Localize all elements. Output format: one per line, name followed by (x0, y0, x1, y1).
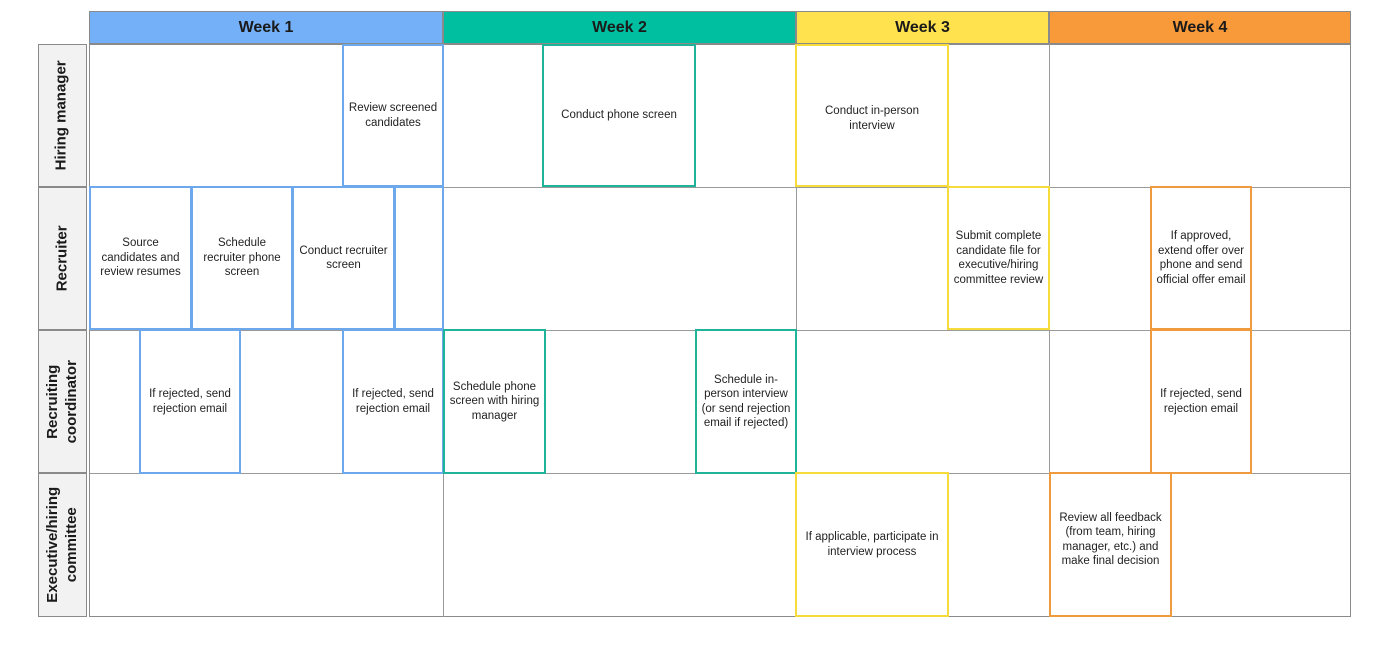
week-divider (1049, 44, 1050, 617)
lane-label-text: Hiring manager (53, 60, 71, 171)
task-conduct-phone-screen[interactable]: Conduct phone screen (542, 44, 696, 187)
task-schedule-recruiter-phone-screen[interactable]: Schedule recruiter phone screen (191, 186, 293, 330)
week-4-header: Week 4 (1049, 11, 1351, 44)
lane-label-text: Recruiting coordinator (43, 359, 80, 444)
task-participate-interview[interactable]: If applicable, participate in interview … (795, 472, 949, 617)
week-1-header: Week 1 (89, 11, 443, 44)
task-conduct-in-person-interview[interactable]: Conduct in-person interview (795, 44, 949, 187)
task-source-candidates[interactable]: Source candidates and review resumes (89, 186, 192, 330)
lane-label-hiring-manager: Hiring manager (38, 44, 87, 187)
lane-label-text: Recruiter (53, 225, 71, 292)
task-rejection-email-week4[interactable]: If rejected, send rejection email (1150, 329, 1252, 474)
task-rejection-email-week1-b[interactable]: If rejected, send rejection email (342, 329, 444, 474)
lane-divider (89, 187, 1351, 188)
empty-task-slot (394, 186, 444, 330)
task-schedule-phone-screen-hm[interactable]: Schedule phone screen with hiring manage… (443, 329, 546, 474)
task-final-decision[interactable]: Review all feedback (from team, hiring m… (1049, 472, 1172, 617)
lane-label-recruiter: Recruiter (38, 187, 87, 330)
lane-label-recruiting-coordinator: Recruiting coordinator (38, 330, 87, 473)
week-3-header: Week 3 (796, 11, 1049, 44)
task-rejection-email-week1-a[interactable]: If rejected, send rejection email (139, 329, 241, 474)
week-2-header: Week 2 (443, 11, 796, 44)
lane-label-text: Executive/hiring committee (43, 487, 80, 603)
task-extend-offer[interactable]: If approved, extend offer over phone and… (1150, 186, 1252, 330)
task-conduct-recruiter-screen[interactable]: Conduct recruiter screen (292, 186, 395, 330)
lane-label-executive-committee: Executive/hiring committee (38, 473, 87, 617)
task-submit-candidate-file[interactable]: Submit complete candidate file for execu… (947, 186, 1050, 330)
task-review-screened-candidates[interactable]: Review screened candidates (342, 44, 444, 187)
task-schedule-in-person-interview[interactable]: Schedule in-person interview (or send re… (695, 329, 797, 474)
